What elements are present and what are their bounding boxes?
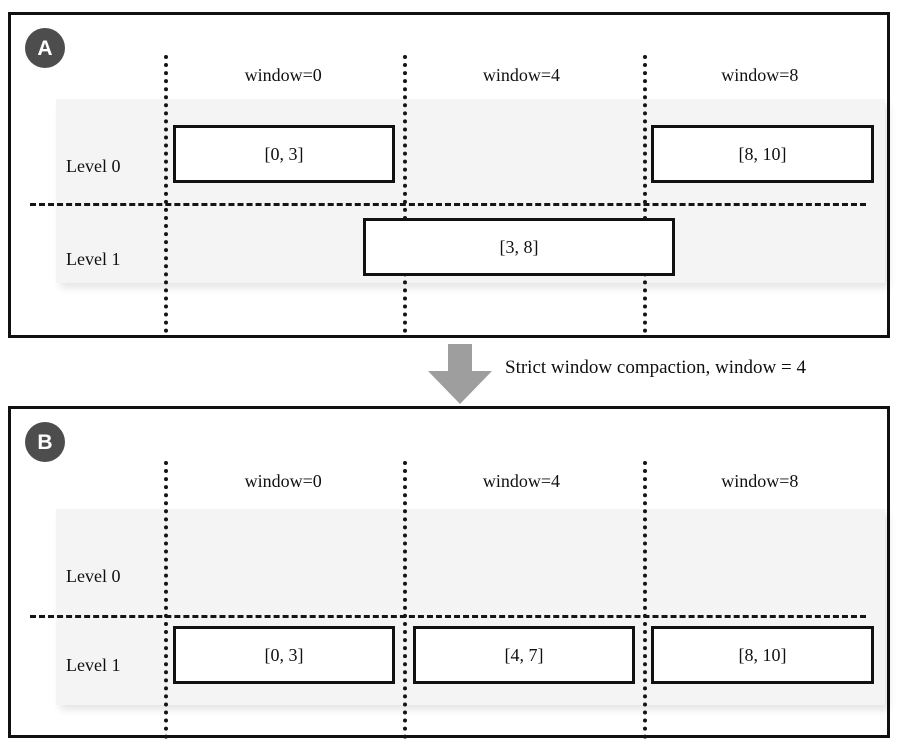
panel-a-level-1-label: Level 1 (66, 249, 121, 269)
down-arrow-icon (428, 344, 492, 404)
panel-a-window-headers: window=0 window=4 window=8 (164, 65, 879, 86)
window-header-0: window=0 (244, 471, 322, 491)
arrow-shaft (448, 344, 472, 372)
interval-box: [4, 7] (413, 626, 635, 684)
panel-b-badge: B (25, 422, 65, 462)
window-header-4: window=4 (482, 471, 561, 491)
panel-a-level-0-label: Level 0 (66, 156, 121, 176)
panel-b-window-divider-8 (643, 461, 647, 739)
interval-box: [3, 8] (363, 218, 675, 276)
panel-b-level-divider (30, 615, 866, 618)
window-header-8: window=8 (721, 471, 799, 491)
panel-a-level-divider (30, 203, 866, 206)
panel-b-level-1-label: Level 1 (66, 655, 121, 675)
window-header-0: window=0 (244, 65, 322, 85)
panel-b: B window=0 window=4 window=8 Level 0 Lev… (8, 406, 890, 739)
panel-a-badge: A (25, 28, 65, 68)
panel-b-window-divider-4 (403, 461, 407, 739)
transition-caption: Strict window compaction, window = 4 (505, 357, 806, 378)
panel-b-window-divider-0 (164, 461, 168, 739)
interval-box: [0, 3] (173, 626, 395, 684)
panel-b-level-0-label: Level 0 (66, 566, 121, 586)
panel-a: A window=0 window=4 window=8 Level 0 Lev… (8, 12, 890, 338)
interval-box: [8, 10] (651, 125, 874, 183)
arrow-head (428, 371, 492, 404)
window-header-4: window=4 (482, 65, 561, 85)
transition-group: Strict window compaction, window = 4 (0, 344, 906, 404)
panel-a-window-divider-0 (164, 55, 168, 333)
panel-a-window-divider-4 (403, 55, 407, 333)
panel-b-window-headers: window=0 window=4 window=8 (164, 471, 879, 492)
window-header-8: window=8 (721, 65, 799, 85)
interval-box: [8, 10] (651, 626, 874, 684)
panel-a-window-divider-8 (643, 55, 647, 333)
interval-box: [0, 3] (173, 125, 395, 183)
